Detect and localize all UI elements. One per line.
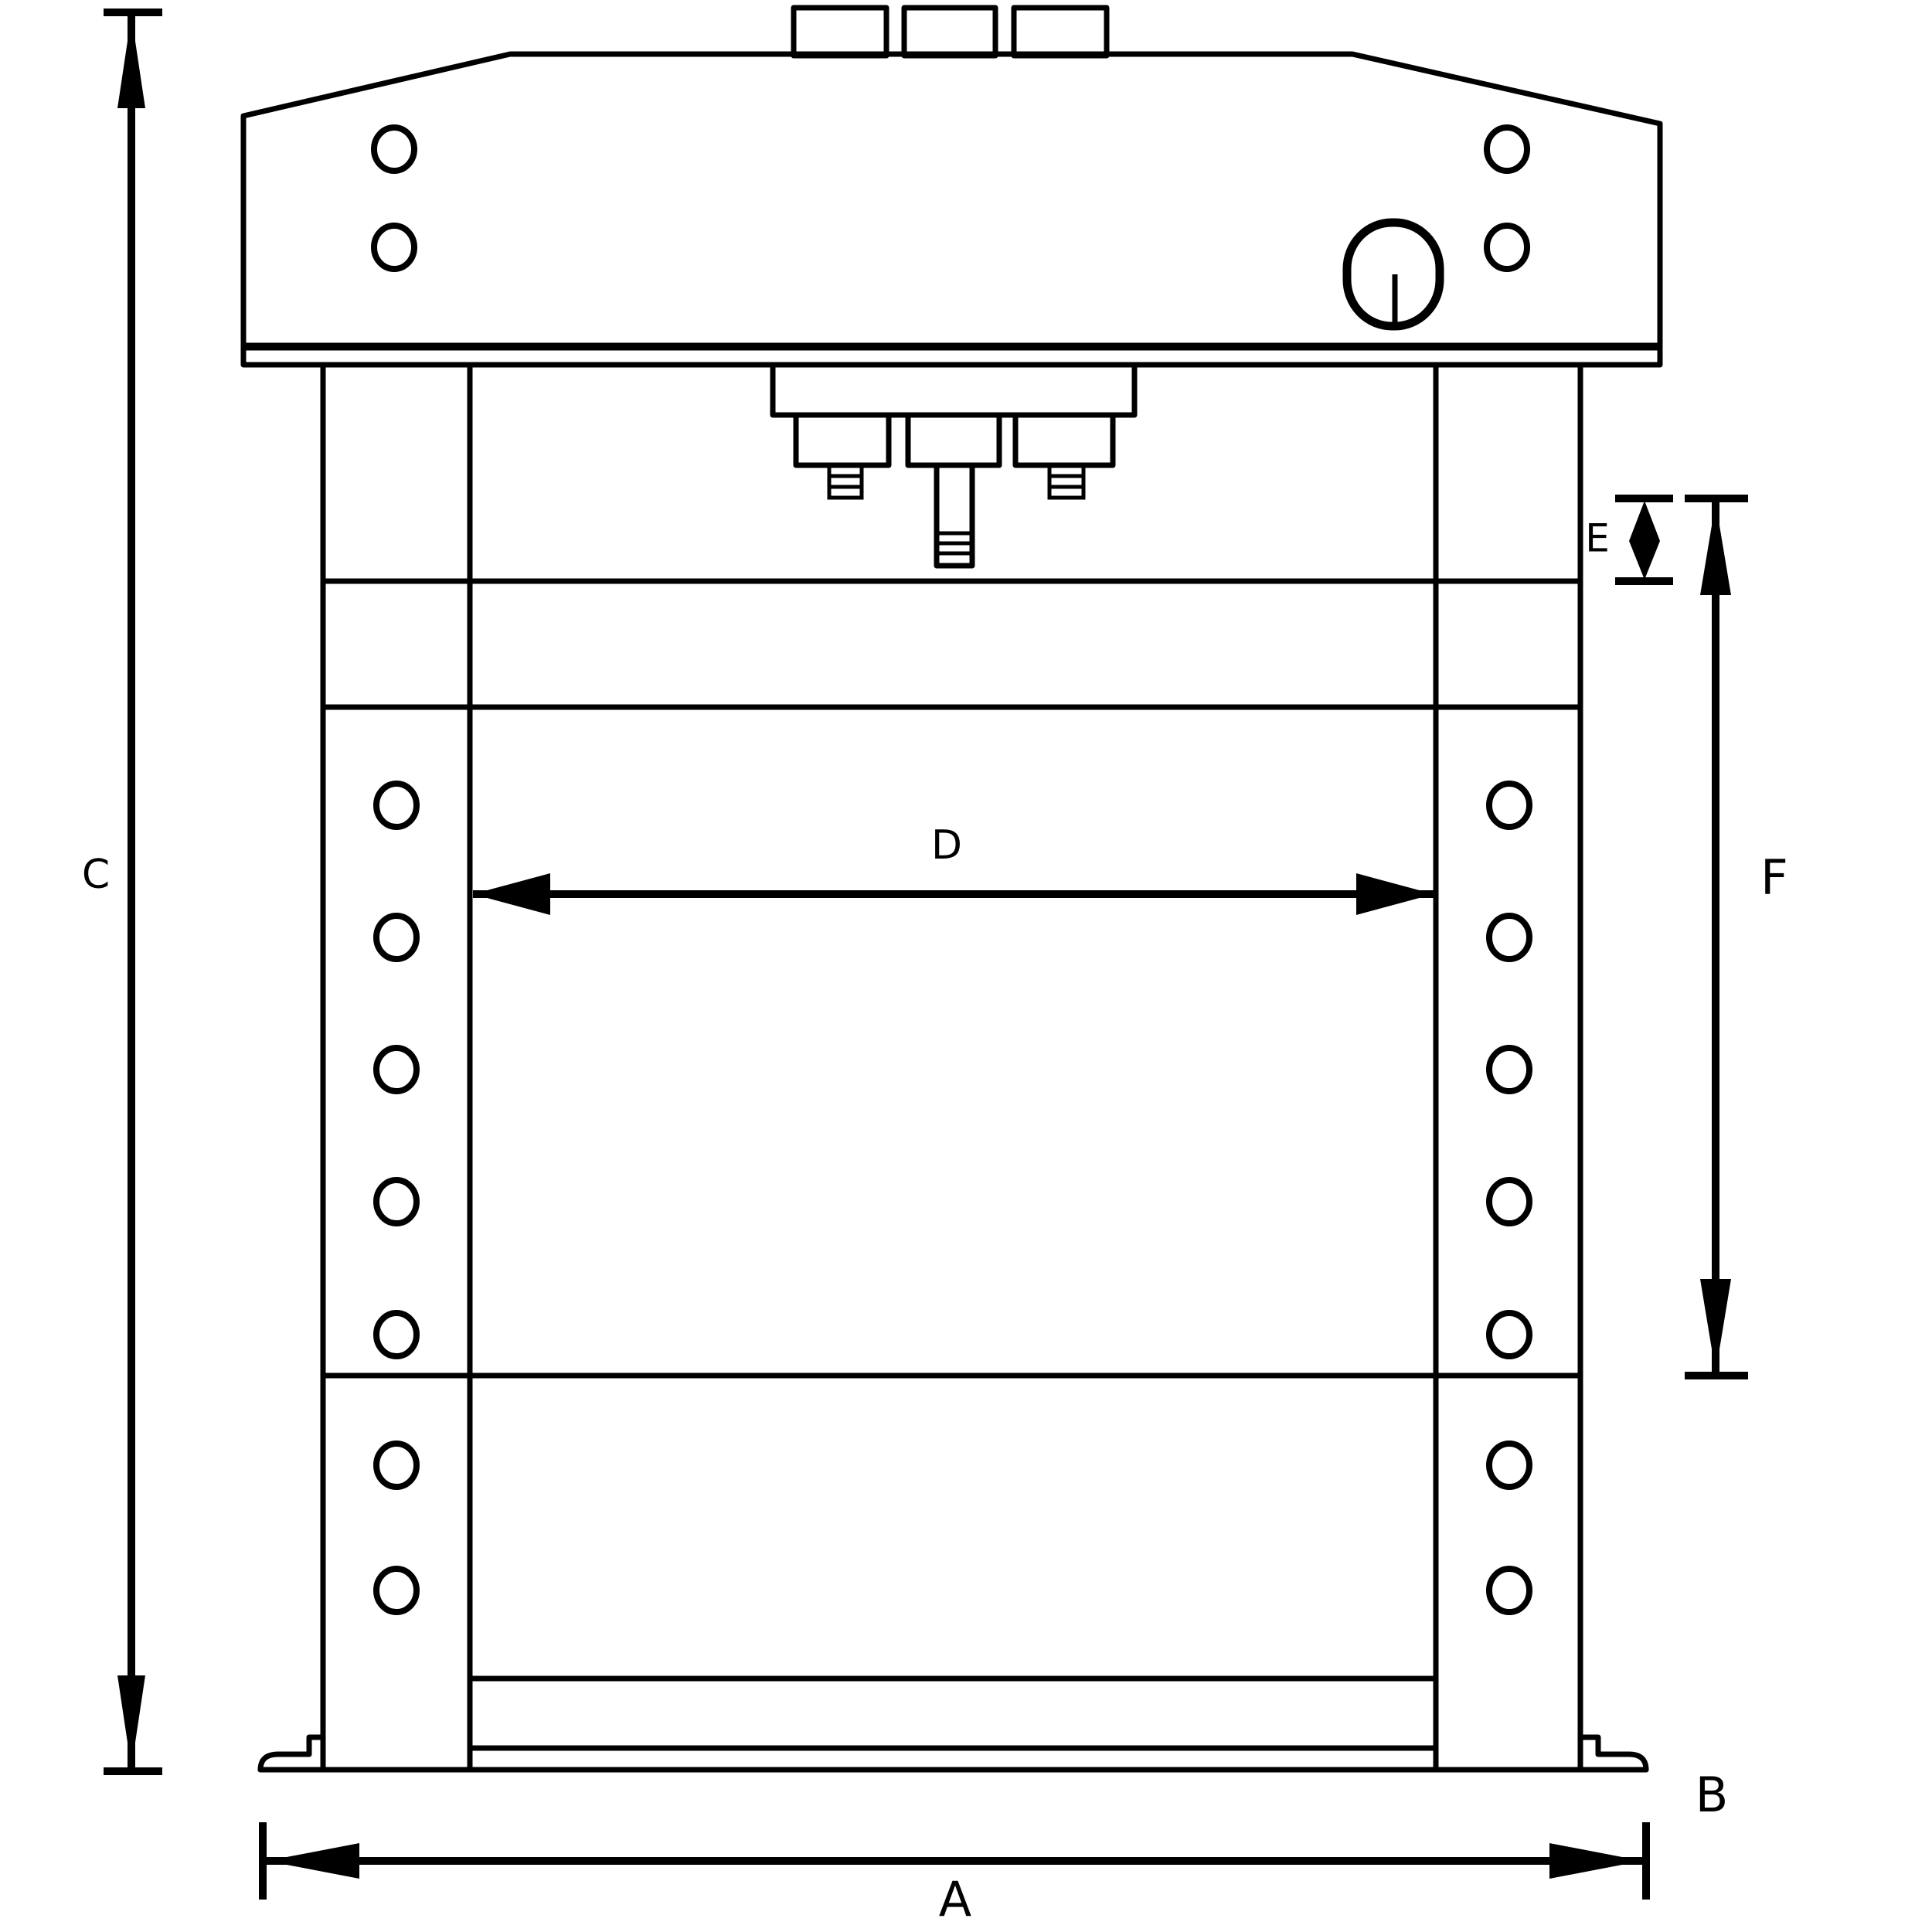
column-hole: [373, 781, 420, 830]
pressure-gauge-icon: [1342, 218, 1444, 331]
label-f: F: [1760, 849, 1788, 906]
top-cylinder-right: [1011, 5, 1110, 59]
dimension-e: [1615, 495, 1673, 585]
dimension-c: [104, 9, 162, 1775]
bed-plates: [467, 1675, 1439, 1773]
piston-rod-left: [827, 463, 864, 500]
column-hole: [1486, 1566, 1532, 1615]
press-feet: [257, 1734, 1649, 1773]
head-hole: [1484, 124, 1530, 174]
top-head: [240, 5, 1663, 368]
column-hole: [373, 1440, 420, 1490]
label-a: A: [939, 1871, 971, 1927]
label-d: D: [931, 822, 962, 869]
dimension-a: [259, 1822, 1650, 1900]
column-hole: [1486, 1440, 1532, 1490]
top-cylinder-center: [901, 5, 998, 59]
label-e: E: [1585, 516, 1610, 561]
column-hole: [1486, 1177, 1532, 1226]
dimension-f: [1685, 495, 1748, 1379]
head-housing: [240, 51, 1663, 351]
piston-housing-center: [905, 412, 1002, 468]
column-hole: [373, 1310, 420, 1359]
column-hole: [373, 1045, 420, 1094]
head-hole: [1484, 223, 1530, 272]
label-c: C: [82, 852, 110, 898]
top-cylinder-left: [791, 5, 889, 59]
column-hole: [1486, 781, 1532, 830]
frame-columns: [320, 362, 1583, 1773]
ram-plate: [770, 362, 1138, 418]
piston-housing-left: [793, 412, 892, 468]
column-hole: [373, 1566, 420, 1615]
dimension-d: [473, 873, 1434, 915]
left-column-holes: [373, 781, 420, 1615]
head-hole: [371, 124, 417, 174]
column-hole: [1486, 1045, 1532, 1094]
piston-rod-right: [1047, 463, 1086, 500]
traverse-beam: [320, 578, 1583, 710]
right-column-holes: [1486, 781, 1532, 1615]
column-hole: [1486, 913, 1532, 962]
column-hole: [1486, 1310, 1532, 1359]
column-hole: [373, 913, 420, 962]
label-b: B: [1696, 1767, 1729, 1823]
piston-housing-right: [1012, 412, 1116, 468]
ram-assembly: [770, 362, 1138, 569]
head-hole: [371, 223, 417, 272]
piston-rod-center: [934, 462, 975, 569]
column-hole: [373, 1177, 420, 1226]
